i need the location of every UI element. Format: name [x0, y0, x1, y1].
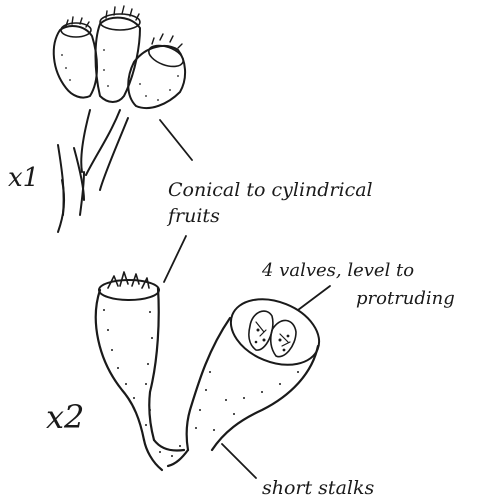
leader-line-fruit — [164, 236, 186, 282]
leader-line-valves — [298, 286, 330, 310]
sprig-stem — [58, 110, 128, 215]
fruit-shape-label-line2: fruits — [166, 205, 220, 227]
leader-line-sprig — [160, 120, 192, 160]
stipple-shading — [103, 309, 299, 457]
fruit-right-valves — [249, 311, 296, 357]
fruit-right-x2 — [187, 318, 318, 450]
fruit-pair-x2 — [96, 272, 329, 470]
short-stalk — [144, 440, 188, 470]
valves-label-line2: protruding — [356, 288, 455, 309]
fruit-left-x2 — [96, 288, 159, 440]
fruit-left-rim — [99, 280, 159, 300]
valves-label-line1: 4 valves, level to — [261, 260, 414, 281]
fruit-cluster-x1 — [54, 6, 186, 232]
scale-label-x1: x1 — [8, 163, 39, 193]
fruit-shape-label-line1: Conical to cylindrical — [168, 179, 373, 201]
leader-line-stalks — [222, 444, 256, 478]
scale-label-x2: x2 — [46, 398, 84, 436]
stalks-label: short stalks — [262, 477, 374, 499]
sprig-stem-lower — [58, 172, 84, 232]
